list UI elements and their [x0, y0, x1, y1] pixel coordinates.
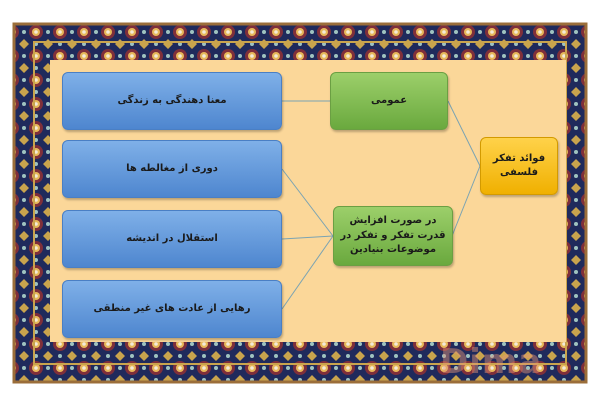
watermark-logo: Dima [440, 342, 543, 382]
leaf-avoid-fallacies: دوری از مغالطه ها [62, 140, 282, 198]
leaf-independent-thinking: استقلال در اندیشه [62, 210, 282, 268]
root-benefits-of-philosophical-thinking: فوائد تفکر فلسفی [480, 137, 558, 195]
leaf-meaning-to-life: معنا دهندگی به زندگی [62, 72, 282, 130]
leaf-freedom-from-illogical-habits: رهایی از عادت های غیر منطقی [62, 280, 282, 338]
category-general: عمومی [330, 72, 448, 130]
category-increased-thinking-power: در صورت افزایش قدرت تفکر و تفکر در موضوع… [333, 206, 453, 266]
